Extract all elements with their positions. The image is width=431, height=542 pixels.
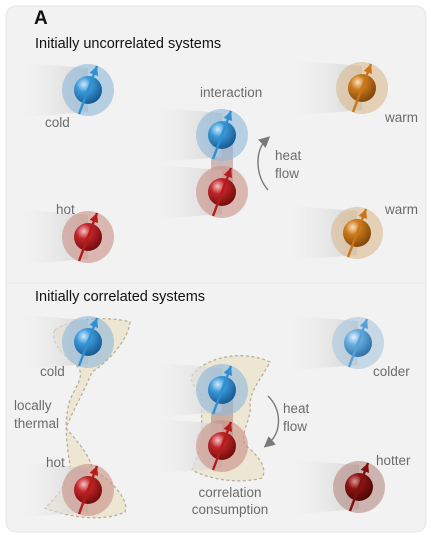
correlated-pair-cold-spin [147,362,248,418]
label-flow: flow [275,166,300,181]
warm-spin-top [287,60,388,116]
hotter-spin [284,459,385,515]
correlated-hot-spin [13,462,114,518]
correlated-pair-hot-spin [147,418,248,474]
label-interaction: interaction [200,85,263,100]
label-correlation: correlation [198,485,262,500]
label-thermal: thermal [14,416,60,431]
label-warm-top: warm [385,110,418,125]
label-flow-correlated: flow [283,419,308,434]
section-title-correlated: Initially correlated systems [35,289,206,305]
section-title-uncorrelated: Initially uncorrelated systems [35,36,222,52]
heat-flow-arrow-top [257,136,271,191]
warm-spin-bottom [282,205,383,261]
label-consumption: consumption [191,502,269,517]
label-warm-bottom: warm [385,202,418,217]
correlated-cold-spin [13,314,114,370]
label-heat: heat [275,148,302,163]
panel-letter: A [34,8,48,29]
hot-spin [13,209,114,265]
label-hotter: hotter [376,453,411,468]
label-colder: colder [373,364,410,379]
label-hot: hot [56,202,75,217]
label-cold: cold [45,115,70,130]
interaction-hot-spin [147,164,248,220]
label-hot-correlated: hot [46,455,65,470]
interaction-cold-spin [147,107,248,163]
heat-flow-arrow-bottom [263,395,280,448]
label-locally: locally [14,398,52,413]
label-heat-correlated: heat [283,401,310,416]
colder-spin [283,315,384,371]
label-cold-correlated: cold [40,364,65,379]
panel-background [5,5,427,533]
cold-spin [13,62,114,118]
